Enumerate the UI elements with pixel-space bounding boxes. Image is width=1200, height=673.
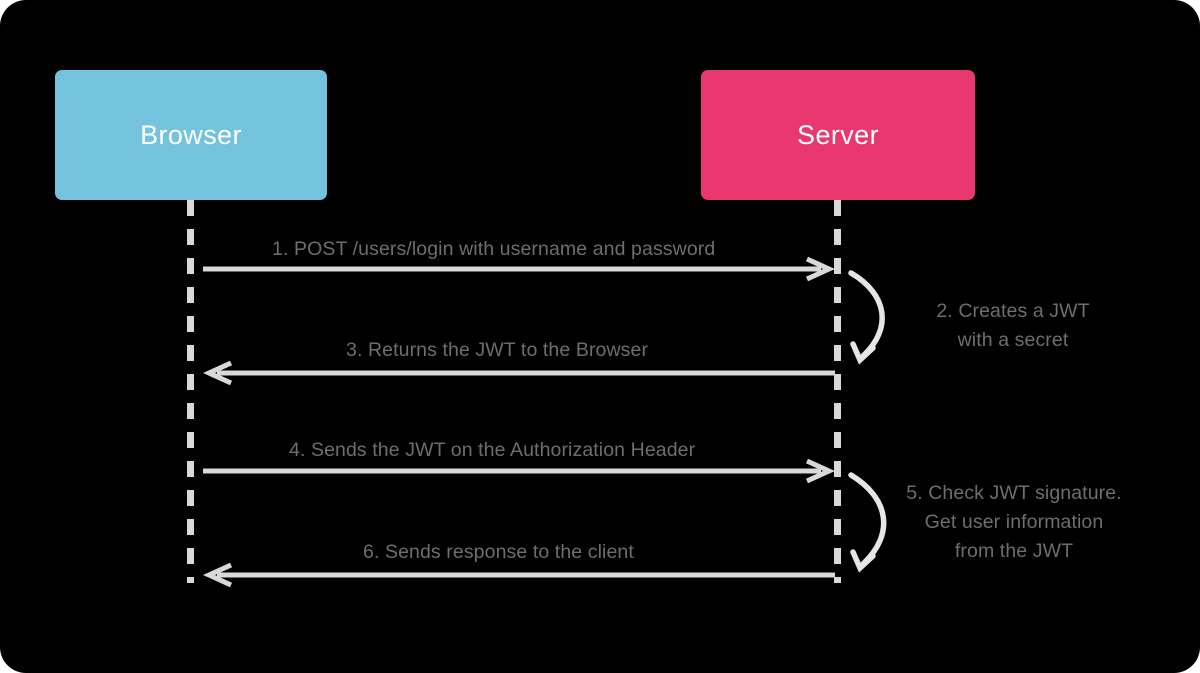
message-arrow-1 <box>203 256 836 282</box>
lifeline-browser <box>187 200 194 583</box>
self-note-5: 5. Check JWT signature. Get user informa… <box>906 482 1122 562</box>
actor-box-server[interactable]: Server <box>701 70 975 200</box>
self-loop-arrow-2 <box>848 270 885 365</box>
self-note-2: 2. Creates a JWT with a secret <box>936 300 1090 351</box>
message-label-3: 3. Returns the JWT to the Browser <box>346 339 649 361</box>
message-arrow-4 <box>203 458 836 484</box>
actor-label-server: Server <box>797 119 879 150</box>
message-arrow-6 <box>202 562 835 588</box>
message-label-1: 1. POST /users/login with username and p… <box>272 238 716 260</box>
actor-box-browser[interactable]: Browser <box>55 70 327 200</box>
self-loop-arrow-5 <box>848 472 887 573</box>
lifeline-server <box>834 200 841 583</box>
actor-label-browser: Browser <box>140 119 242 150</box>
message-arrow-3 <box>202 360 835 386</box>
message-label-6: 6. Sends response to the client <box>363 541 634 563</box>
message-label-4: 4. Sends the JWT on the Authorization He… <box>289 439 696 461</box>
